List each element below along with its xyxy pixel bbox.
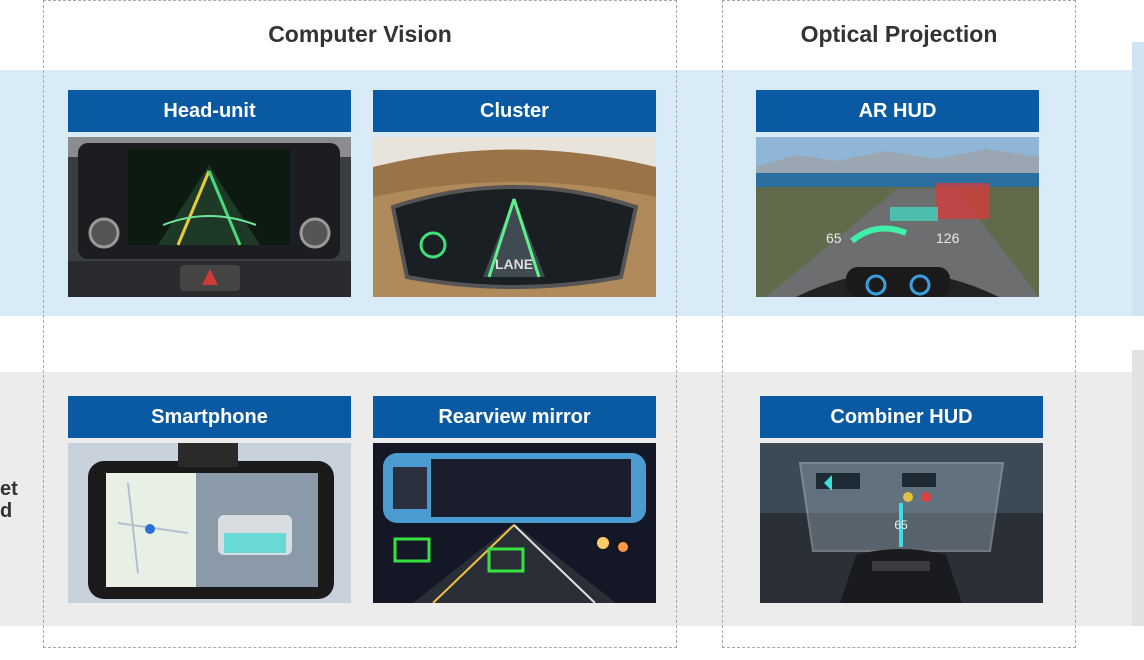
combiner-hud-speed: 65	[894, 518, 908, 532]
top-band-tab	[1132, 42, 1144, 316]
ar-hud-illustration: 65 126	[756, 137, 1039, 297]
smartphone-image	[68, 443, 351, 603]
combiner-hud-illustration: 65	[760, 443, 1043, 603]
ar-hud-speed-left: 65	[826, 230, 842, 246]
smartphone-header: Smartphone	[68, 396, 351, 438]
rearview-mirror-illustration	[373, 443, 656, 603]
bottom-row-label: et d	[0, 478, 18, 522]
head-unit-image	[68, 137, 351, 297]
combiner-hud-card: Combiner HUD 65	[760, 396, 1043, 603]
cluster-lane-text: LANE	[495, 256, 533, 272]
ar-hud-image: 65 126	[756, 137, 1039, 297]
optical-projection-title: Optical Projection	[800, 21, 998, 47]
cluster-card: Cluster LANE	[373, 90, 656, 297]
rearview-mirror-header: Rearview mirror	[373, 396, 656, 438]
combiner-hud-image: 65	[760, 443, 1043, 603]
cluster-header: Cluster	[373, 90, 656, 132]
head-unit-illustration	[68, 137, 351, 297]
head-unit-header: Head-unit	[68, 90, 351, 132]
cluster-image: LANE	[373, 137, 656, 297]
computer-vision-group: Computer Vision	[43, 0, 677, 648]
smartphone-card: Smartphone	[68, 396, 351, 603]
head-unit-card: Head-unit	[68, 90, 351, 297]
ar-hud-header: AR HUD	[756, 90, 1039, 132]
computer-vision-title: Computer Vision	[268, 21, 452, 47]
optical-projection-group: Optical Projection	[722, 0, 1076, 648]
rearview-mirror-card: Rearview mirror	[373, 396, 656, 603]
ar-hud-speed-right: 126	[936, 230, 960, 246]
bottom-band-tab	[1132, 350, 1144, 626]
ar-hud-card: AR HUD 65 126	[756, 90, 1039, 297]
rearview-mirror-image	[373, 443, 656, 603]
combiner-hud-header: Combiner HUD	[760, 396, 1043, 438]
cluster-illustration: LANE	[373, 137, 656, 297]
smartphone-illustration	[68, 443, 351, 603]
